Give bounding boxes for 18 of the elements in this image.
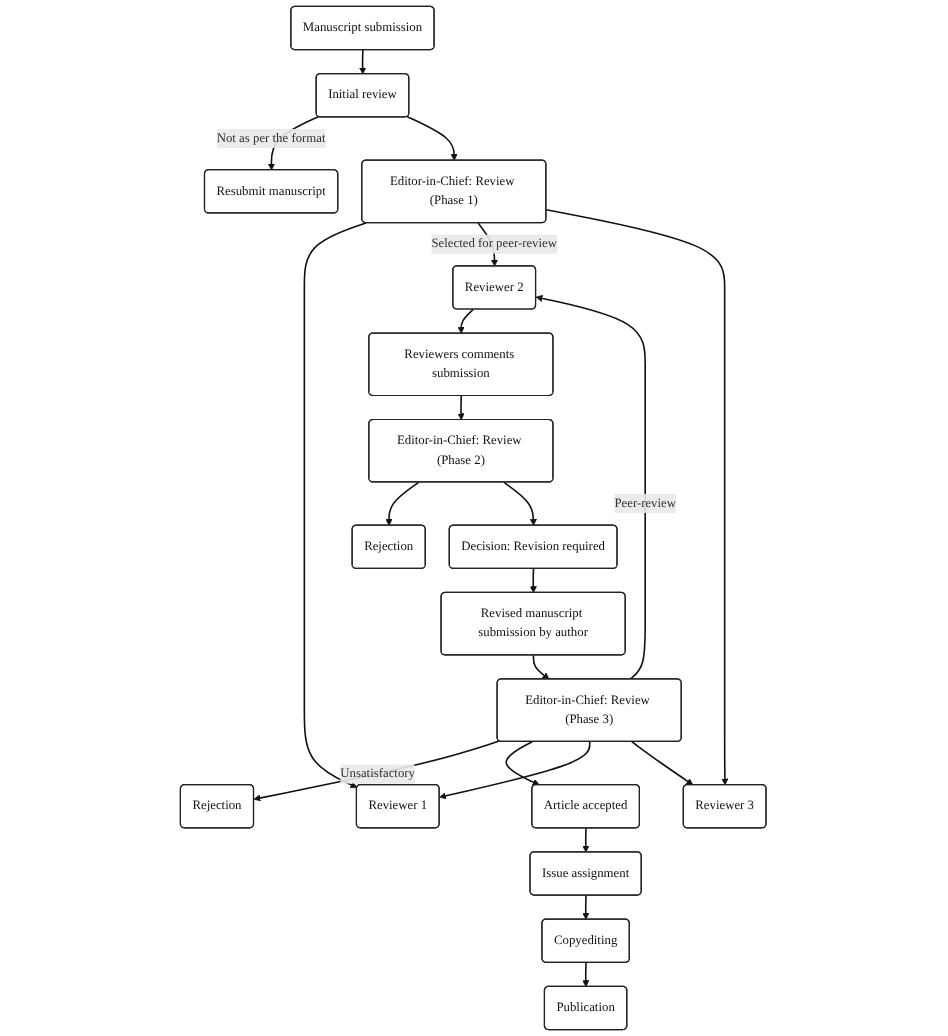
- arrow: [359, 49, 367, 75]
- arrow: [458, 308, 475, 334]
- arrow: [546, 208, 730, 786]
- arrow: [458, 395, 466, 421]
- arrow: [583, 961, 591, 988]
- arrow: [583, 894, 591, 920]
- arrow: [254, 740, 501, 802]
- arrow: [530, 568, 538, 594]
- arrow: [536, 294, 647, 681]
- arrow: [440, 740, 592, 800]
- arrow: [506, 740, 541, 786]
- arrow: [503, 481, 538, 526]
- arrow: [386, 481, 421, 526]
- arrow: [583, 827, 591, 853]
- arrow: [533, 654, 551, 680]
- arrow: [304, 222, 368, 789]
- arrow: [631, 740, 695, 786]
- arrow: [407, 115, 459, 161]
